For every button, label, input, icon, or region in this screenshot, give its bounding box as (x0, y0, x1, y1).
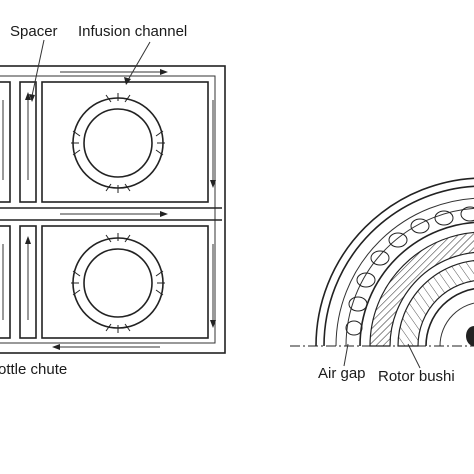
label-air-gap: Air gap (318, 365, 366, 382)
label-rotor-bushing: Rotor bushi (378, 368, 455, 385)
outer-arc-2 (323, 185, 474, 347)
stator-channel-layout (0, 39, 226, 354)
spacer-leader (31, 39, 45, 97)
label-bottle-chute: ottle chute (0, 361, 67, 378)
stator-ring-bottom (71, 233, 165, 333)
rotor-section (290, 177, 474, 369)
spacer-bottom (19, 225, 37, 339)
rotor-bushing-band (369, 231, 474, 347)
air-gap-leader (343, 343, 349, 367)
top-block (41, 81, 209, 203)
bottom-block (41, 225, 209, 339)
label-spacer: Spacer (10, 23, 58, 40)
spacer-top (19, 81, 37, 203)
outer-frame (0, 65, 226, 354)
flow-arrows (2, 69, 216, 350)
rotor-core-band (397, 260, 474, 347)
outer-arc-1 (315, 177, 474, 347)
inner-frame (0, 75, 216, 344)
label-infusion-channel: Infusion channel (78, 23, 187, 40)
left-block-bottom (0, 225, 11, 339)
infusion-leader (127, 41, 151, 81)
shaft-center (466, 326, 474, 346)
rotor-bushing-leader (407, 343, 421, 369)
left-block-top (0, 81, 11, 203)
stator-ring-top (71, 93, 165, 193)
